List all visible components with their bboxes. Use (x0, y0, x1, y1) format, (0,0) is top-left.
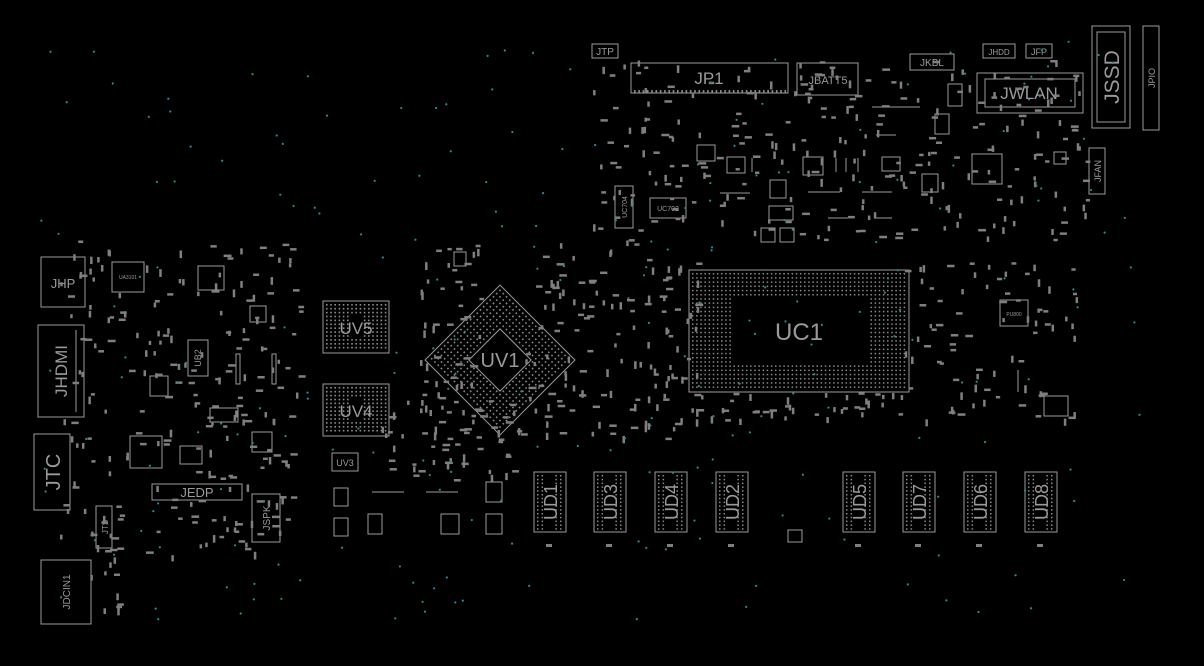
jkbl-label: JKBL (920, 58, 944, 69)
vias (40, 40, 1141, 621)
ud4-label: UD4 (662, 484, 682, 520)
uv5-chip[interactable]: UV5 (322, 300, 390, 354)
uc704-label: UC704 (622, 196, 629, 218)
ua3101-chip[interactable]: UA3101 (111, 261, 145, 293)
uv3-chip[interactable]: UV3 (331, 452, 359, 472)
ud7-chip[interactable]: UD7 (902, 471, 936, 547)
jbatt5-connector[interactable]: JBATT5 (796, 62, 859, 96)
jhp-connector[interactable]: JHP (40, 256, 86, 308)
jhdd-connector[interactable]: JHDD (982, 43, 1016, 59)
ud8-label: UD8 (1032, 484, 1052, 520)
ud1-chip[interactable]: UD1 (533, 471, 567, 547)
ud6-chip[interactable]: UD6 (963, 471, 997, 547)
uc702-chip[interactable]: UC702 (649, 197, 687, 219)
uv1-label: UV1 (481, 350, 520, 372)
uc1-label: UC1 (775, 319, 823, 346)
jspk-connector[interactable]: JSPK (251, 493, 281, 543)
ua3101-label: UA3101 (119, 275, 137, 281)
jtp-connector[interactable]: JTP (591, 43, 619, 59)
jkbl-connector[interactable]: JKBL (909, 53, 955, 71)
jhp-label: JHP (51, 276, 76, 291)
jssd-connector[interactable]: JSSD (1091, 25, 1131, 129)
uv4-label: UV4 (339, 402, 372, 421)
jts-connector[interactable]: JTS (95, 505, 113, 549)
ud5-chip[interactable]: UD5 (842, 471, 876, 547)
jtp-label: JTP (596, 47, 614, 58)
smd-passives (60, 60, 1091, 616)
jtc-label: JTC (43, 454, 65, 491)
uv3-label: UV3 (336, 458, 354, 468)
jspk-label: JSPK (262, 505, 273, 530)
ud1-label: UD1 (541, 484, 561, 520)
jfan-label: JFAN (1093, 160, 1103, 182)
jp1-connector[interactable]: JP1 (630, 62, 789, 94)
jhdmi-label: JHDMI (52, 345, 71, 397)
ud7-label: UD7 (910, 484, 930, 520)
ub2-chip[interactable]: UB2 (187, 339, 209, 377)
jfp-label: JFP (1031, 47, 1047, 57)
ud3-chip[interactable]: UD3 (593, 471, 627, 547)
jdcin1-label: JDCIN1 (62, 574, 73, 609)
uv4-chip[interactable]: UV4 (322, 383, 390, 437)
jedp-label: JEDP (180, 485, 213, 500)
jpio-label: JPIO (1147, 68, 1157, 88)
pu800-label: PU800 (1006, 312, 1022, 318)
jwlan-connector[interactable]: JWLAN (976, 72, 1084, 114)
ud5-label: UD5 (850, 484, 870, 520)
ud6-label: UD6 (971, 484, 991, 520)
jts-label: JTS (101, 520, 110, 534)
ud4-chip[interactable]: UD4 (654, 471, 688, 547)
ud2-chip[interactable]: UD2 (715, 471, 749, 547)
uc704-chip[interactable]: UC704 (614, 185, 634, 229)
jssd-label: JSSD (1101, 50, 1124, 104)
pu800-chip[interactable]: PU800 (999, 299, 1029, 327)
ud3-label: UD3 (601, 484, 621, 520)
uc1-cpu[interactable]: UC1 (688, 269, 910, 393)
jtc-connector[interactable]: JTC (33, 433, 71, 511)
uc702-label: UC702 (657, 206, 679, 213)
jfp-connector[interactable]: JFP (1025, 43, 1053, 59)
jdcin1-connector[interactable]: JDCIN1 (40, 559, 92, 625)
ud8-chip[interactable]: UD8 (1024, 471, 1058, 547)
jfan-connector[interactable]: JFAN (1088, 147, 1106, 195)
jp1-label: JP1 (694, 69, 723, 88)
jhdd-label: JHDD (988, 48, 1010, 57)
jhdmi-connector[interactable]: JHDMI (37, 324, 85, 418)
ub2-label: UB2 (193, 349, 203, 367)
ud2-label: UD2 (723, 484, 743, 520)
uv5-label: UV5 (339, 319, 372, 338)
jpio-connector[interactable]: JPIO (1142, 25, 1160, 131)
jedp-connector[interactable]: JEDP (151, 483, 243, 501)
jbatt5-label: JBATT5 (809, 75, 848, 87)
jwlan-label: JWLAN (1000, 84, 1058, 103)
misc-components (129, 83, 1069, 543)
